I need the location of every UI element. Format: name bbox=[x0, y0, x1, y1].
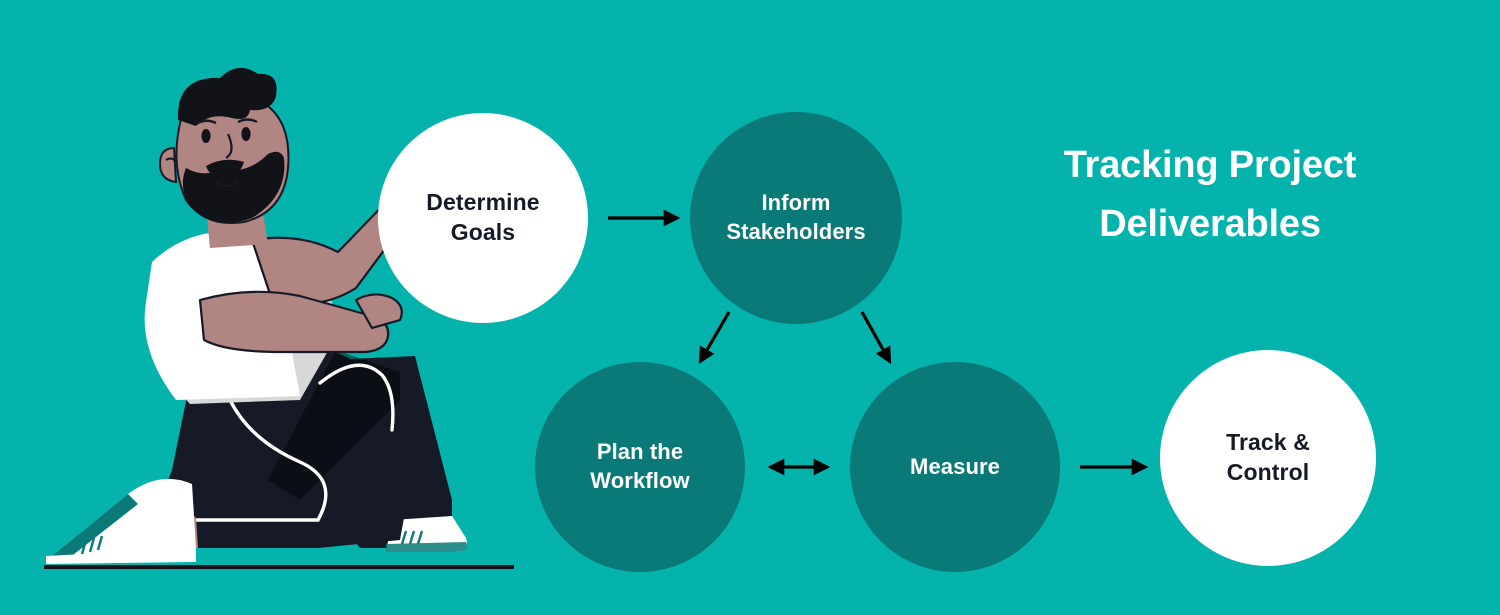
flow-node-measure[interactable]: Measure bbox=[850, 362, 1060, 572]
lower-hand bbox=[354, 293, 403, 330]
eye-right bbox=[241, 127, 251, 141]
connector-stakeholders-to-measure bbox=[860, 311, 892, 365]
eyebrow-right bbox=[237, 118, 258, 124]
beard bbox=[182, 151, 285, 223]
page-title: Tracking Project Deliverables bbox=[1010, 136, 1410, 254]
connector-stakeholders-to-plan bbox=[698, 311, 731, 365]
page-title-line-2: Deliverables bbox=[1099, 202, 1321, 245]
mouth bbox=[215, 181, 239, 188]
nose bbox=[225, 133, 233, 159]
pants-seam-upper bbox=[318, 363, 395, 432]
kneeling-man-pointing-illustration bbox=[44, 67, 514, 569]
hair bbox=[177, 67, 277, 126]
back-shoe-sole bbox=[386, 542, 467, 552]
ground-line bbox=[44, 565, 514, 569]
flow-node-label: Inform Stakeholders bbox=[726, 190, 866, 244]
ear bbox=[158, 146, 178, 184]
flow-node-inform-stakeholders[interactable]: Inform Stakeholders bbox=[690, 112, 902, 324]
flow-node-plan-the-workflow[interactable]: Plan the Workflow bbox=[535, 362, 745, 572]
back-shoe-stripes bbox=[400, 530, 424, 545]
flow-node-determine-goals[interactable]: Determine Goals bbox=[378, 113, 588, 323]
front-shoe-accent bbox=[52, 494, 138, 562]
pants-seam-lower bbox=[178, 398, 328, 522]
flow-node-label: Determine Goals bbox=[426, 189, 540, 245]
flow-node-label: Measure bbox=[910, 453, 1000, 479]
eye-left bbox=[201, 129, 211, 143]
ear-detail bbox=[165, 157, 177, 163]
page-title-line-1: Tracking Project bbox=[1063, 144, 1357, 186]
flow-node-label: Track & Control bbox=[1226, 429, 1310, 485]
mustache bbox=[206, 159, 244, 178]
front-shoe-stripes bbox=[80, 535, 104, 555]
front-shoe-sole bbox=[46, 548, 196, 564]
lower-arm bbox=[198, 290, 390, 354]
flow-node-label: Plan the Workflow bbox=[590, 439, 690, 493]
flow-node-track-and-control[interactable]: Track & Control bbox=[1160, 350, 1376, 566]
eyebrow-left bbox=[195, 119, 217, 126]
shirt-sleeve bbox=[196, 256, 258, 296]
